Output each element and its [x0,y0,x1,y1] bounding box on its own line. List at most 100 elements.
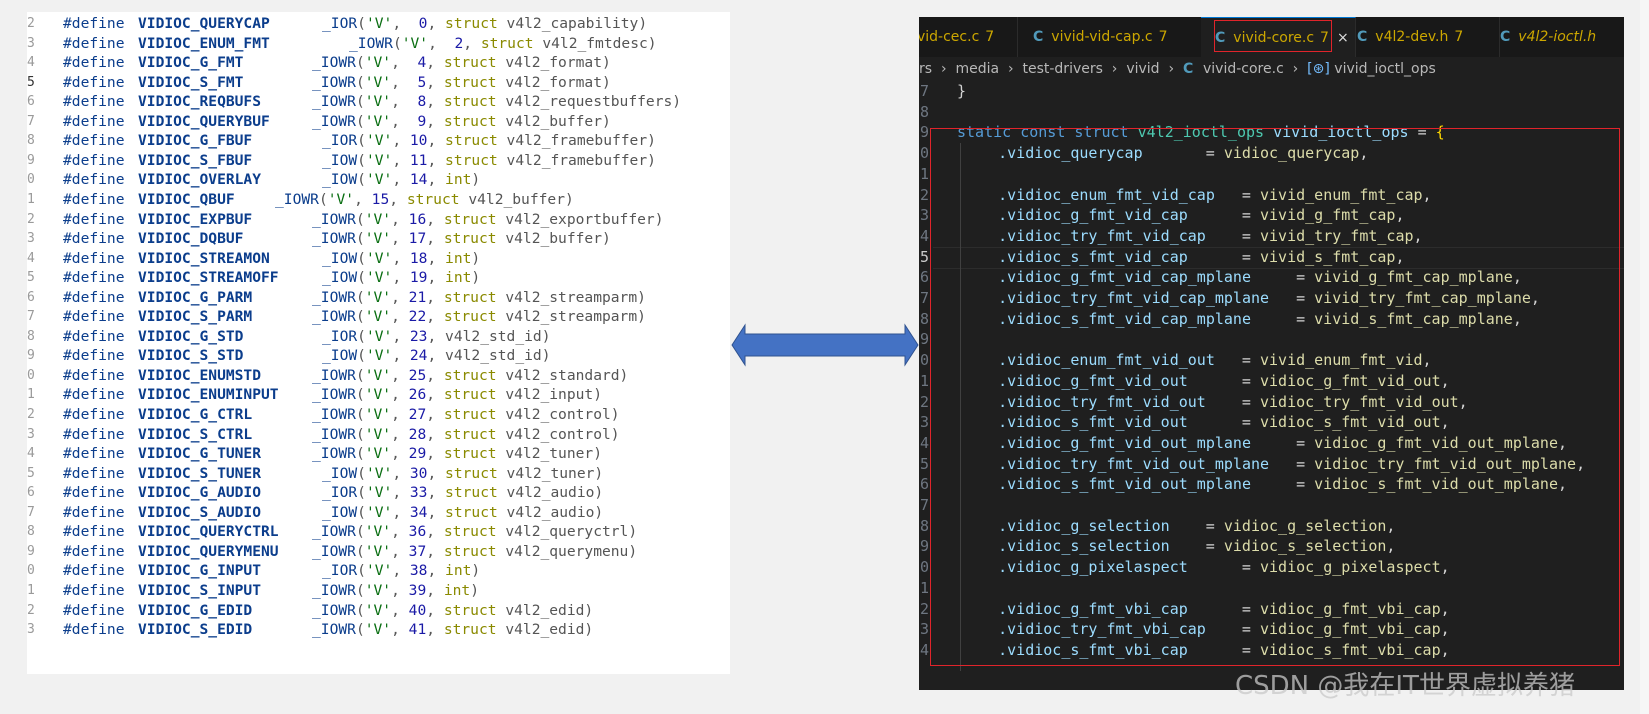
function-name: vivid_g_fmt_cap_mplane [1314,268,1513,287]
ioctl-macro-call: _IOWR('V', 21, struct v4l2_streamparm) [312,288,646,306]
ioctl-macro-call: _IOWR('V', 4, struct v4l2_format) [312,54,611,72]
ioctl-type-char: 'V' [365,503,393,521]
ioctl-number: 2 [445,34,464,52]
ioctl-number: 19 [409,269,428,287]
code-line: 4.vidioc_s_fmt_vbi_cap= vidioc_s_fmt_vbi… [919,640,1624,662]
ioctl-arg-type: v4l2_control) [496,425,620,443]
code-line: 5.vidioc_try_fmt_vid_out_mplane= vidioc_… [919,454,1624,476]
ioctl-number: 23 [409,327,428,345]
comma: , [1395,247,1405,266]
ioctl-macro-call: _IOW('V', 19, int) [322,269,481,287]
code-line: 6.vidioc_g_fmt_vid_cap_mplane= vivid_g_f… [919,267,1624,289]
comma: , [1440,599,1450,618]
line-number: 3 [27,231,35,247]
ioctl-number: 22 [408,308,427,326]
ioctl-macro-name: VIDIOC_S_CTRL [138,425,253,443]
field-value: vidioc_s_selection, [1224,536,1396,558]
ioctl-macro-call: _IOW('V', 30, struct v4l2_tuner) [322,464,604,482]
ioctl-macro-call: _IOWR('V', 5, struct v4l2_format) [312,73,611,91]
ioctl-arg-type: v4l2_std_id) [445,327,551,345]
int-keyword: int [445,249,472,267]
ioctl-dir-macro: _IOWR [312,93,356,111]
problem-count-badge: 7 [1320,30,1329,46]
assign-operator: = [1205,144,1224,163]
line-number: 1 [27,387,35,403]
define-keyword: #define [63,15,125,32]
define-keyword: #define [63,249,125,267]
closing-brace: } [957,82,967,100]
ioctl-macro-call: _IOWR('V', 28, struct v4l2_control) [312,425,620,443]
int-keyword: int [445,269,472,287]
line-number: 8 [27,133,35,149]
ioctl-type-char: 'V' [364,308,392,326]
line-number: 0 [27,172,35,188]
ioctl-macro-name: VIDIOC_QUERYBUF [138,112,270,130]
ioctl-number: 11 [409,151,428,169]
assign-operator: = [1205,516,1224,535]
open-brace: { [1435,123,1445,142]
code-line: 1 [919,578,1624,600]
line-number: 4 [27,446,35,462]
ioctl-dir-macro: _IOWR [312,288,356,306]
define-keyword: #define [63,503,125,521]
define-keyword: #define [63,406,125,423]
breadcrumb-item[interactable]: vivid-core.c [1203,61,1284,77]
ioctl-arg-close: ) [471,562,481,580]
line-number: 2 [27,211,35,227]
comma: , [1440,371,1450,390]
ioctl-number: 25 [408,366,427,384]
ioctl-macro-call: _IOWR('V', 27, struct v4l2_control) [312,406,620,423]
ioctl-type-char: 'V' [364,112,392,130]
line-number: 9 [919,537,929,556]
ioctl-macro-call: _IOR('V', 0, struct v4l2_capability) [322,15,648,32]
function-name: vidioc_g_fmt_vbi_cap [1259,620,1441,639]
breadcrumb-item[interactable]: test-drivers [1022,61,1103,77]
code-line: 5.vidioc_s_fmt_vid_cap= vivid_s_fmt_cap, [919,247,1624,269]
ioctl-dir-macro: _IOW [322,249,358,267]
breadcrumb-item[interactable]: vivid_ioctl_ops [1334,61,1436,77]
line-number: 1 [919,371,929,390]
ioctl-number: 26 [408,386,427,404]
struct-keyword: struct [443,112,497,130]
line-number: 2 [27,16,35,31]
function-name: vidioc_g_selection [1223,516,1387,535]
ioctl-type-char: 'V' [364,386,392,404]
int-keyword: int [445,171,472,189]
breadcrumb-item[interactable]: vivid [1126,61,1160,77]
close-icon[interactable]: × [1336,30,1349,46]
ioctl-macro-name: VIDIOC_G_FBUF [138,132,253,150]
ioctl-dir-macro: _IOWR [312,210,356,228]
ioctl-type-char: 'V' [364,366,392,384]
breadcrumb-item[interactable]: media [955,61,1000,77]
ioctl-dir-macro: _IOR [322,327,358,345]
line-number: 5 [919,247,929,266]
ioctl-number: 29 [408,445,427,463]
define-keyword: #define [63,386,125,404]
ioctl-arg-close: ) [471,249,481,267]
ioctl-dir-macro: _IOW [322,464,358,482]
field-value: vivid_s_fmt_cap, [1260,247,1405,269]
ioctl-type-char: 'V' [365,484,393,502]
line-number: 2 [919,185,929,204]
code-line: 3.vidioc_g_fmt_vid_cap= vivid_g_fmt_cap, [919,205,1624,227]
ioctl-number: 36 [408,523,427,541]
struct-field: .vidioc_s_fmt_vid_cap_mplane [998,309,1251,328]
assign-operator: = [1241,413,1260,432]
define-keyword: #define [63,366,125,384]
ioctl-dir-macro: _IOW [322,151,358,169]
ioctl-arg-type: v4l2_buffer) [459,190,574,208]
breadcrumb-item[interactable]: rs [919,61,933,77]
function-name: vivid_try_fmt_cap_mplane [1314,289,1531,307]
